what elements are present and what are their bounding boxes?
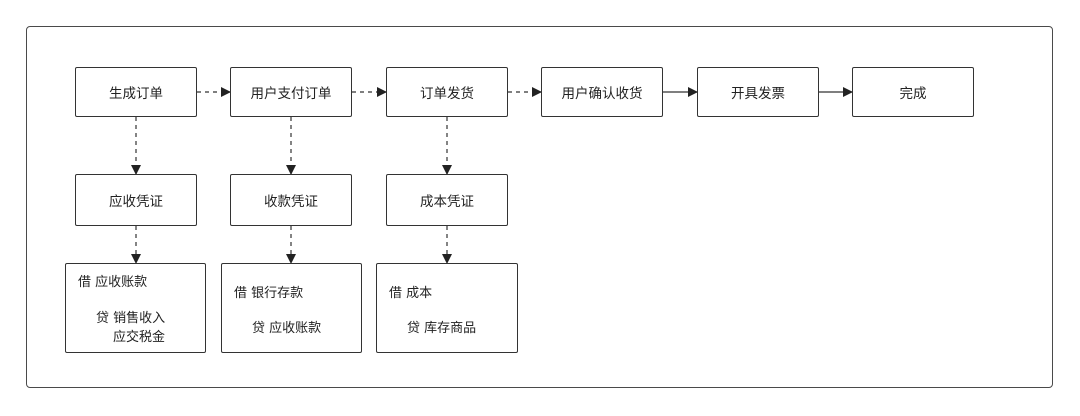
voucher-receivable: 应收凭证 — [75, 174, 197, 226]
voucher-cost: 成本凭证 — [386, 174, 508, 226]
step-user-pay-order: 用户支付订单 — [230, 67, 352, 117]
step-user-confirm-receipt: 用户确认收货 — [541, 67, 663, 117]
step-label: 订单发货 — [420, 86, 474, 102]
journal-entry-cost: 借 成本 贷 库存商品 — [376, 263, 518, 353]
debit-line: 借 成本 — [389, 286, 433, 301]
diagram-frame — [26, 26, 1053, 388]
step-label: 完成 — [899, 86, 927, 102]
debit-line: 借 应收账款 — [78, 275, 148, 290]
step-complete: 完成 — [852, 67, 974, 117]
credit-line: 贷 库存商品 — [407, 321, 477, 336]
step-issue-invoice: 开具发票 — [697, 67, 819, 117]
credit-line: 贷 应收账款 — [252, 321, 322, 336]
credit-line: 应交税金 — [113, 330, 166, 345]
voucher-label: 收款凭证 — [264, 194, 318, 210]
journal-entry-receivable: 借 应收账款 贷 销售收入 应交税金 — [65, 263, 206, 353]
journal-entry-receipt: 借 银行存款 贷 应收账款 — [221, 263, 362, 353]
step-label: 开具发票 — [731, 86, 785, 102]
voucher-label: 成本凭证 — [420, 194, 474, 210]
debit-line: 借 银行存款 — [234, 286, 304, 301]
step-label: 用户支付订单 — [250, 86, 332, 102]
voucher-receipt: 收款凭证 — [230, 174, 352, 226]
step-label: 生成订单 — [109, 86, 163, 102]
step-label: 用户确认收货 — [561, 86, 643, 102]
credit-line: 贷 销售收入 — [96, 311, 166, 326]
voucher-label: 应收凭证 — [109, 194, 163, 210]
step-create-order: 生成订单 — [75, 67, 197, 117]
step-ship-order: 订单发货 — [386, 67, 508, 117]
